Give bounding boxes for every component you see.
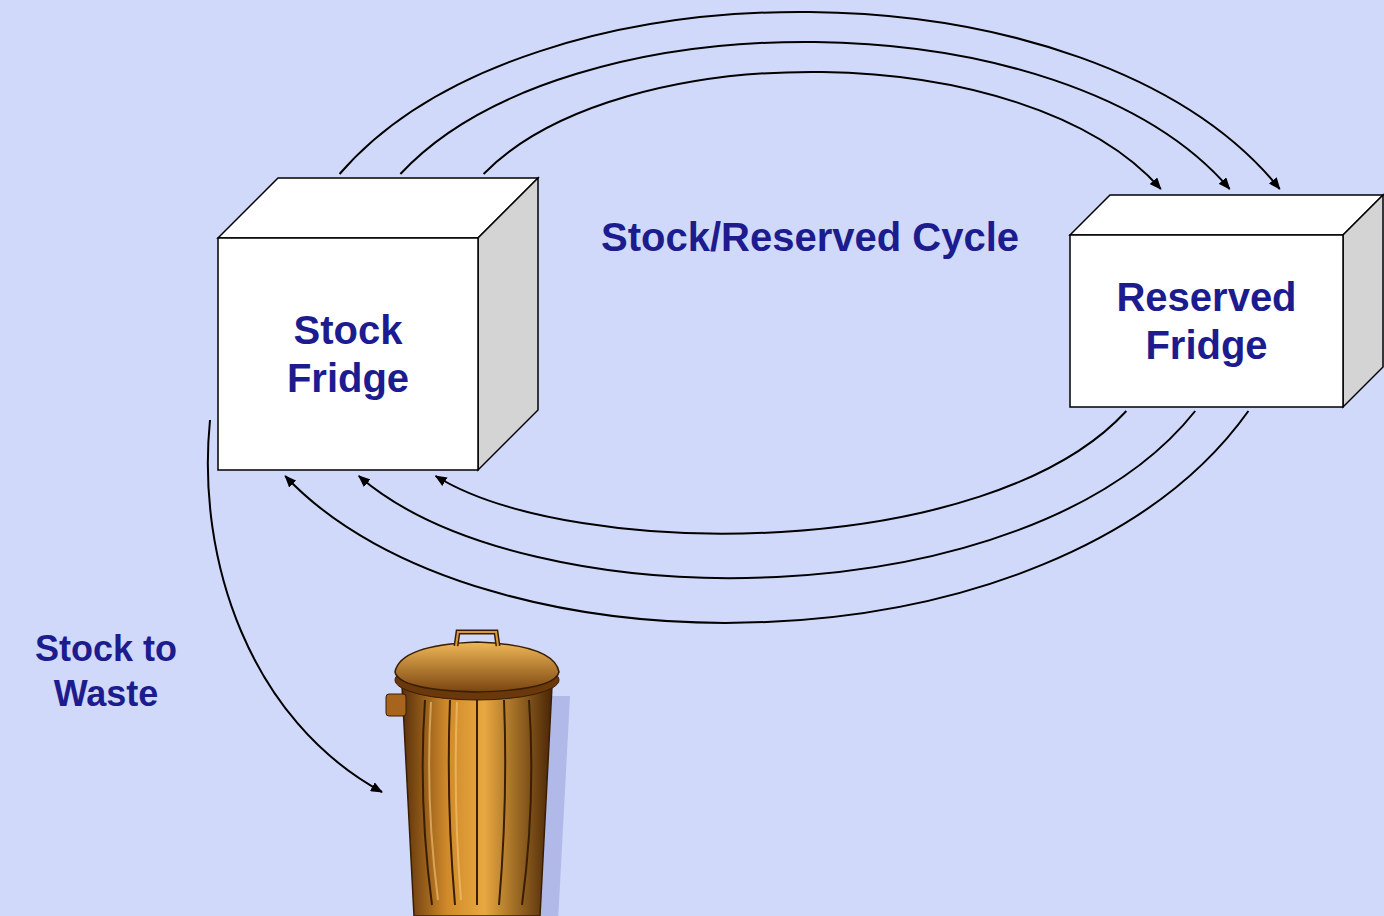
cycle-arrow — [484, 72, 1161, 189]
fridge-label: Stock Fridge — [233, 306, 463, 402]
fridge-front: Stock Fridge — [218, 238, 478, 470]
cycle-arrow — [400, 42, 1229, 189]
diagram-label: Stock/Reserved Cycle — [590, 212, 1030, 262]
fridge-front: Reserved Fridge — [1070, 235, 1343, 407]
fridge-box: Reserved Fridge — [1070, 195, 1383, 407]
cycle-arrow — [436, 411, 1127, 534]
cycle-arrow — [340, 12, 1280, 189]
diagram-label: Stock to Waste — [8, 626, 204, 716]
waste-arrow — [208, 420, 382, 792]
trash-can — [386, 632, 570, 916]
fridge-box: Stock Fridge — [218, 178, 538, 470]
fridge-label: Reserved Fridge — [1085, 273, 1328, 369]
